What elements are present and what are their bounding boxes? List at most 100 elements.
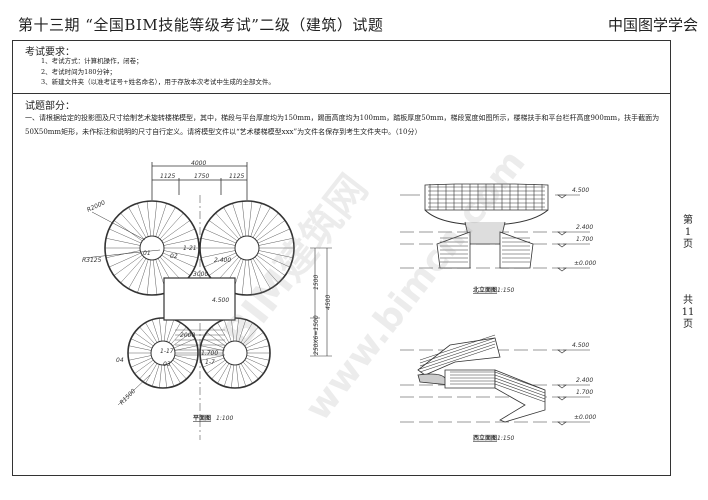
drawing-line	[120, 212, 145, 240]
drawing-line	[231, 364, 234, 388]
drawing-line	[174, 355, 198, 361]
drawing-line	[172, 359, 192, 374]
drawing-line	[246, 355, 270, 361]
drawing-line	[163, 250, 199, 258]
drawing-line	[419, 334, 496, 361]
drawing-line	[155, 203, 167, 237]
page-label: 共	[683, 295, 693, 306]
page-label: 页	[683, 239, 693, 250]
drawing-line	[254, 256, 279, 284]
west-level-1700: 1.700	[576, 389, 593, 396]
drawing-line	[161, 254, 191, 276]
dim-1500: 1500	[313, 275, 320, 290]
drawing-line	[244, 332, 264, 347]
north-elevation	[400, 183, 590, 269]
drawing-line	[217, 363, 230, 384]
page-title: 第十三期 “全国BIM技能等级考试”二级（建筑）试题	[18, 16, 384, 34]
drawing-line	[134, 359, 154, 374]
north-level-1700: 1.700	[576, 236, 593, 243]
drawing-line	[250, 259, 262, 293]
drawing-line	[208, 254, 238, 276]
dim-r1500: R1500	[118, 388, 137, 407]
page-number: 1	[684, 227, 692, 238]
requirement-item: 1、考试方式：计算机操作，闭卷；	[41, 57, 143, 65]
page-total: 共 11 页	[679, 295, 697, 331]
drawing-line	[108, 228, 142, 244]
drawing-line	[240, 322, 253, 343]
drawing-line	[128, 345, 152, 351]
dim-1750: 1750	[194, 173, 209, 180]
drawing-line	[245, 357, 268, 368]
drawing-line	[108, 252, 142, 268]
drawing-line	[164, 364, 167, 388]
drawing-line	[252, 207, 271, 238]
drawing-line	[246, 345, 270, 351]
drawing-line	[248, 201, 253, 237]
drawing-line	[252, 258, 271, 289]
drawing-line	[494, 377, 546, 397]
question-text: 一、请根据给定的投影图及尺寸绘制艺术旋转楼梯模型，其中，梯段与平台厚度均为150…	[25, 114, 660, 136]
drawing-line	[159, 364, 162, 388]
drawing-line	[139, 361, 156, 380]
question-heading: 试题部分：	[25, 101, 75, 112]
drawing-line	[173, 357, 196, 368]
drawing-line	[258, 238, 294, 246]
plan-scale: 1:100	[216, 415, 233, 422]
drawing-line	[145, 363, 158, 384]
drawing-line	[211, 361, 228, 380]
dim-1125-left: 1125	[160, 173, 175, 180]
drawing-line	[419, 337, 496, 364]
drawing-line	[128, 355, 152, 361]
plan-title: 平面图	[193, 414, 211, 422]
drawing-line	[153, 259, 158, 295]
drawing-line	[257, 252, 291, 268]
drawing-line	[166, 319, 175, 342]
drawing-line	[419, 340, 496, 367]
drawing-line	[238, 364, 247, 387]
exam-frame: 考试要求： 1、考试方式：计算机操作，闭卷； 2、考试时间为180分钟； 3、新…	[12, 40, 671, 476]
drawing-line	[236, 364, 239, 388]
drawing-line	[245, 338, 268, 349]
drawing-line	[419, 346, 496, 373]
drawing-line	[162, 228, 196, 244]
north-title: 北立面图	[473, 286, 497, 294]
drawing-line	[206, 359, 226, 374]
drawing-line	[250, 203, 262, 237]
drawing-line	[164, 318, 167, 342]
drawing-line	[145, 322, 158, 343]
drawing-line	[256, 220, 286, 242]
drawing-line	[151, 364, 160, 387]
drawing-line	[200, 250, 236, 258]
drawing-line	[170, 361, 187, 380]
dim-steps: 250X6=1500	[313, 315, 320, 355]
drawing-line	[202, 338, 225, 349]
drawing-line	[223, 207, 242, 238]
drawing-line	[146, 259, 151, 295]
drawing-line	[151, 319, 160, 342]
drawing-line	[161, 220, 191, 242]
mark-02: 02	[170, 253, 178, 260]
drawing-line	[257, 228, 291, 244]
north-level-2400: 2.400	[576, 224, 593, 231]
drawing-line	[206, 332, 226, 347]
drawing-line	[494, 374, 546, 394]
drawing-line	[241, 201, 246, 237]
plan-drawing	[83, 162, 332, 440]
drawing-line	[256, 254, 286, 276]
drawing-line	[223, 364, 232, 387]
level-4500: 4.500	[212, 297, 229, 304]
drawing-line	[166, 364, 175, 387]
drawing-line	[202, 357, 225, 368]
drawing-line	[238, 319, 247, 342]
drawing-line	[130, 357, 153, 368]
drawing-line	[236, 318, 239, 342]
page-current: 第 1 页	[679, 215, 697, 251]
requirements-heading: 考试要求：	[25, 47, 75, 58]
west-scale: 1:150	[497, 435, 514, 442]
drawing-line	[137, 203, 149, 237]
drawing-line	[200, 238, 236, 246]
dim-4500: 4500	[325, 295, 332, 310]
step-label: 1-21	[183, 245, 197, 252]
drawing-line	[174, 345, 198, 351]
dim-3000: 3000	[193, 271, 208, 278]
